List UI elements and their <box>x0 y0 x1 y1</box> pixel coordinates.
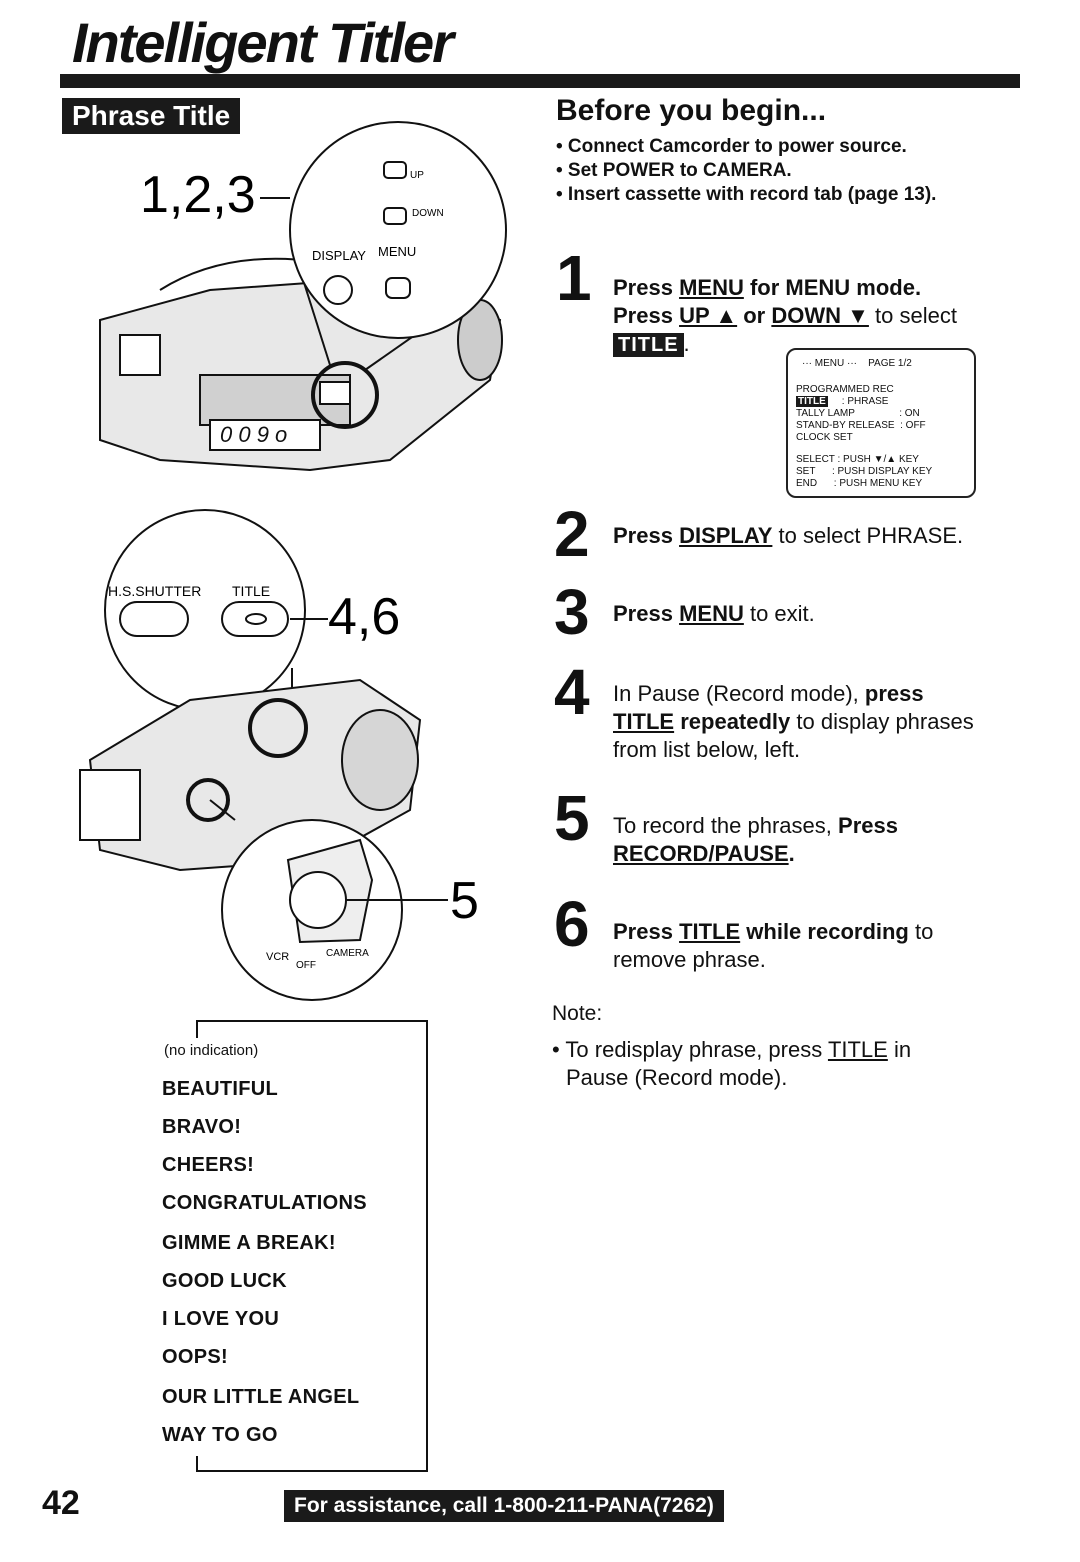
step-4-text: In Pause (Record mode), press TITLE repe… <box>613 681 974 762</box>
phrase-item: OUR LITTLE ANGEL <box>162 1386 360 1408</box>
section-badge: Phrase Title <box>62 98 241 134</box>
step-3-text: Press MENU to exit. <box>613 601 815 626</box>
label-off: OFF <box>296 960 316 971</box>
label-camera: CAMERA <box>326 948 369 959</box>
label-title: TITLE <box>232 583 270 599</box>
prereq-item: • Set POWER to CAMERA. <box>556 160 792 181</box>
step-number: 2 <box>554 498 590 570</box>
menu-row: CLOCK SET <box>796 432 853 443</box>
assistance-banner: For assistance, call 1-800-211-PANA(7262… <box>284 1490 724 1522</box>
step-label-123: 1,2,3 <box>140 166 256 224</box>
phrase-item: (no indication) <box>164 1042 259 1059</box>
phrase-list-box <box>196 1020 428 1472</box>
camcorder-illustrations: 0 0 9 o UP DOWN DISPLAY MENU 1,2,3 H.S.S… <box>79 121 507 1001</box>
menu-row: PROGRAMMED REC <box>796 384 894 395</box>
phrase-bracket-bottom <box>196 1456 198 1470</box>
menu-title-chip: TITLE <box>796 396 828 407</box>
step-1-text: Press MENU for MENU mode. Press UP ▲ or … <box>613 275 957 357</box>
step-number: 4 <box>554 656 590 728</box>
phrase-item: OOPS! <box>162 1346 228 1368</box>
label-menu: MENU <box>378 244 416 259</box>
phrase-item: GIMME A BREAK! <box>162 1232 336 1254</box>
title-button-inset <box>104 509 328 720</box>
menu-row: SELECT : PUSH ▼/▲ KEY <box>796 454 919 465</box>
step-5-text: To record the phrases, Press RECORD/PAUS… <box>613 813 898 866</box>
menu-screen-display: ··· MENU ··· PAGE 1/2 PROGRAMMED REC TIT… <box>786 348 976 498</box>
menu-header: ··· MENU ··· PAGE 1/2 <box>802 358 912 369</box>
page-title: Intelligent Titler <box>72 11 454 74</box>
camcorder-bottom-illustration <box>79 678 422 872</box>
label-display: DISPLAY <box>312 248 366 263</box>
step-label-46: 4,6 <box>328 588 400 646</box>
step-2-text: Press DISPLAY to select PHRASE. <box>613 523 964 548</box>
step-number: 5 <box>554 782 590 854</box>
title-chip: TITLE <box>613 333 684 357</box>
step-6-text: Press TITLE while recording to remove ph… <box>613 919 934 972</box>
phrase-item: I LOVE YOU <box>162 1308 280 1330</box>
phrase-item: CHEERS! <box>162 1154 255 1176</box>
prereq-item: • Connect Camcorder to power source. <box>556 136 907 157</box>
step-label-5: 5 <box>450 872 479 930</box>
menu-buttons-inset <box>260 121 507 339</box>
phrase-item: CONGRATULATIONS <box>162 1192 367 1214</box>
note-text: • To redisplay phrase, press TITLE in Pa… <box>552 1037 912 1090</box>
phrase-item: BEAUTIFUL <box>162 1078 279 1100</box>
label-hs-shutter: H.S.SHUTTER <box>108 583 201 599</box>
power-switch-inset <box>209 799 448 1001</box>
step-number: 3 <box>554 576 590 648</box>
step-number: 6 <box>554 888 590 960</box>
svg-text:0 0 9 o: 0 0 9 o <box>220 422 287 447</box>
phrase-item: GOOD LUCK <box>162 1270 287 1292</box>
before-you-begin-heading: Before you begin... <box>556 94 827 127</box>
menu-row: SET : PUSH DISPLAY KEY <box>796 466 933 477</box>
label-down: DOWN <box>412 208 444 219</box>
menu-row: TALLY LAMP : ON <box>796 408 920 419</box>
phrase-bracket-top <box>196 1020 198 1038</box>
prereq-item: • Insert cassette with record tab (page … <box>556 184 937 205</box>
title-rule <box>60 74 1020 88</box>
phrase-item: BRAVO! <box>162 1116 242 1138</box>
page-number: 42 <box>42 1484 80 1522</box>
note-heading: Note: <box>552 1002 603 1025</box>
menu-row: END : PUSH MENU KEY <box>796 478 923 489</box>
label-vcr: VCR <box>266 951 289 963</box>
step-number: 1 <box>556 242 592 314</box>
phrase-item: WAY TO GO <box>162 1424 278 1446</box>
menu-row: STAND-BY RELEASE : OFF <box>796 420 926 431</box>
label-up: UP <box>410 170 424 181</box>
